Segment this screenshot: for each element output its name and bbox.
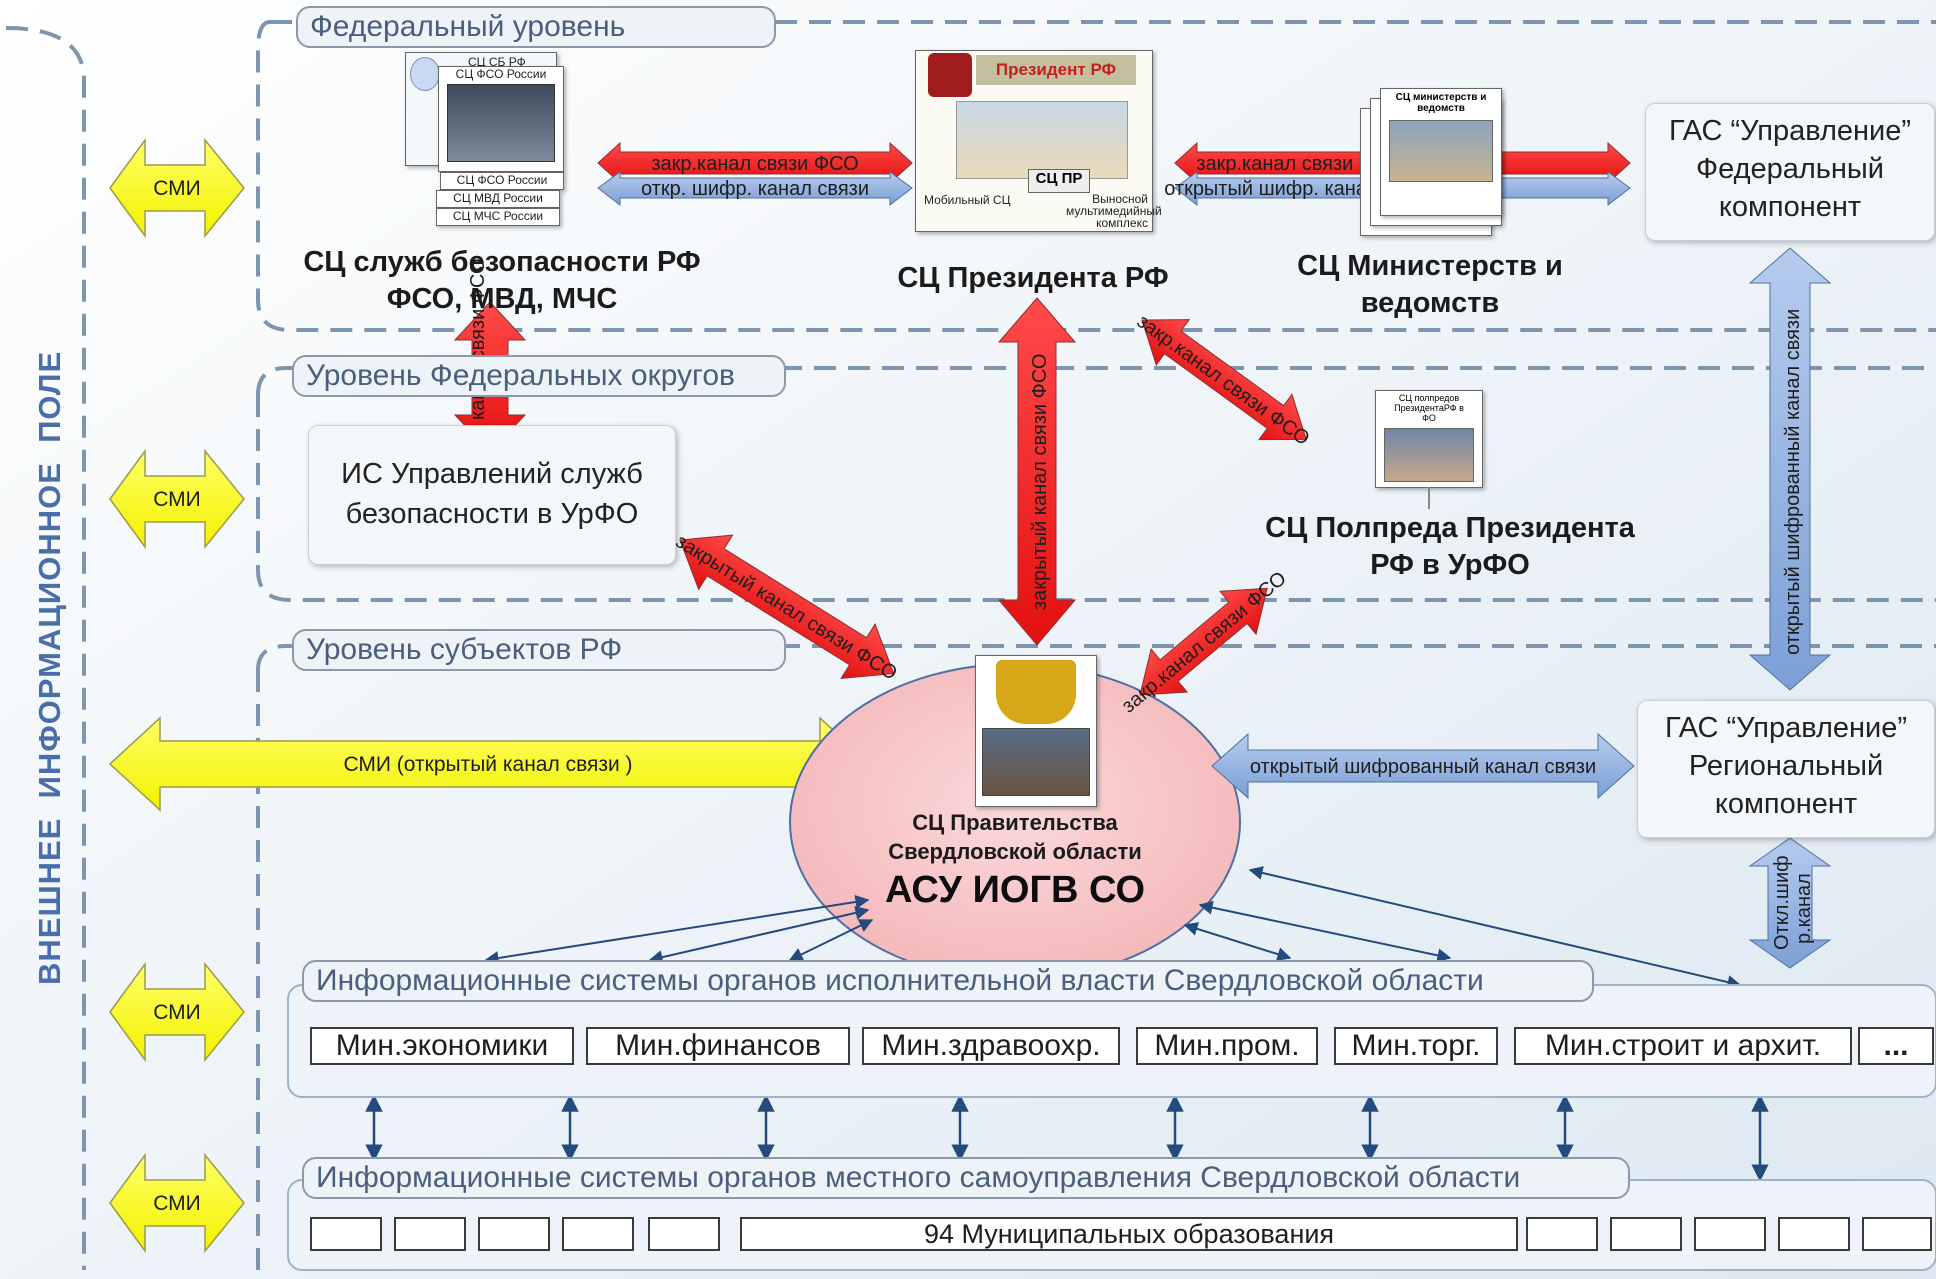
subject-level-label: Уровень субъектов РФ <box>292 629 786 671</box>
municipal-box <box>1526 1217 1598 1251</box>
security-card-label: СЦ ФСО России <box>455 67 547 81</box>
smi-label: СМИ <box>153 488 201 511</box>
polpred-center-arrow <box>1139 587 1268 696</box>
exec-systems-title: Информационные системы органов исполните… <box>302 960 1594 1002</box>
security-card-fso: СЦ ФСО России <box>440 172 564 190</box>
gas-down-arrow <box>1748 837 1832 969</box>
ministry-box-trade: Мин.торг. <box>1334 1027 1498 1065</box>
security-card-label: СЦ СБ РФ <box>468 55 526 69</box>
smi-label: СМИ <box>153 177 201 200</box>
smi-label: СМИ <box>153 1192 201 1215</box>
municipal-box <box>1862 1217 1932 1251</box>
government-room-photo <box>982 728 1090 796</box>
gas-regional-line3: компонент <box>1714 788 1858 820</box>
open-cipher-channel-label: откр. шифр. канал связи <box>641 178 869 200</box>
municipal-box <box>648 1217 720 1251</box>
municipal-box <box>562 1217 634 1251</box>
government-sc-line1: СЦ Правительства <box>912 810 1118 835</box>
closed-fso-channel-label: закр.канал связи ФСО <box>651 153 858 175</box>
president-sc-title: СЦ Президента РФ <box>897 262 1169 294</box>
president-sc-card: Президент РФ СЦ ПР Мобильный СЦ Выносной… <box>915 50 1162 232</box>
gas-regional-box: ГАС “Управление” Региональный компонент <box>1637 700 1935 838</box>
municipal-box <box>394 1217 466 1251</box>
ministry-box-health: Мин.здравоохр. <box>862 1027 1120 1065</box>
ministry-box-finance: Мин.финансов <box>586 1027 850 1065</box>
federal-level-label: Федеральный уровень <box>296 6 776 48</box>
open-encrypted-vertical-label: открытый шифрованный канал связи <box>1782 309 1804 655</box>
mobile-sc-label: Мобильный СЦ <box>924 193 1011 207</box>
polpred-connector <box>1428 487 1430 509</box>
ministry-card-label: СЦ министерств и ведомств <box>1395 92 1487 114</box>
gas-regional-line1: ГАС “Управление” <box>1665 712 1907 744</box>
president-room-photo <box>956 101 1128 179</box>
ministry-box-more: ... <box>1858 1027 1934 1065</box>
government-sc-title: СЦ Правительства Свердловской области <box>860 808 1170 866</box>
president-vertical-channel-label: закрытый канал связи ФСО <box>1029 354 1051 610</box>
security-is-box: ИС Управлений служб безопасности в УрФО <box>308 425 676 565</box>
government-sc-line2: Свердловской области <box>888 839 1142 864</box>
open-cipher-short-label-2: р.канал <box>1793 873 1815 944</box>
open-encrypted-label: открытый шифрованный канал связи <box>1250 756 1596 778</box>
exec-link-arrows <box>484 866 1742 989</box>
smi-label: СМИ <box>153 1001 201 1024</box>
security-card-mvd: СЦ МВД России <box>436 190 560 208</box>
ministry-box-construction: Мин.строит и архит. <box>1514 1027 1852 1065</box>
gas-vertical-arrow <box>1748 247 1832 691</box>
president-card-center: СЦ ПР <box>1028 169 1090 193</box>
security-photo-card: СЦ ФСО России <box>438 66 564 172</box>
polpred-card-label: СЦ полпредов ПрезидентаРФ в ФО <box>1394 393 1464 423</box>
municipal-count-box: 94 Муниципальных образования <box>740 1217 1518 1251</box>
security-is-arrow <box>679 534 895 680</box>
regional-coat-of-arms-icon <box>996 660 1076 724</box>
outer-info-field-label: ВНЕШНЕЕ ИНФОРМАЦИОННОЕ ПОЛЕ <box>32 350 67 985</box>
asu-iogv-title: АСУ ИОГВ СО <box>884 869 1146 911</box>
municipal-box <box>1610 1217 1682 1251</box>
polpred-room-photo <box>1384 428 1474 482</box>
remote-complex-label: Выносной мультимедийный комплекс <box>1066 192 1162 230</box>
gas-federal-box: ГАС “Управление” Федеральный компонент <box>1645 103 1935 241</box>
closed-fso-channel-label: закр.канал связи ФСО <box>1196 153 1403 175</box>
emblem-icon <box>410 57 440 91</box>
ministries-sc-title: СЦ Министерств и ведомств <box>1297 250 1563 319</box>
president-card-header: Президент РФ <box>976 55 1136 85</box>
ministry-box-industry: Мин.пром. <box>1136 1027 1318 1065</box>
local-systems-title: Информационные системы органов местного … <box>302 1157 1630 1199</box>
district-level-label: Уровень Федеральных округов <box>292 355 786 397</box>
polpred-sc-card: СЦ полпредов ПрезидентаРФ в ФО <box>1375 390 1483 488</box>
municipal-box <box>310 1217 382 1251</box>
security-sc-title: СЦ служб безопасности РФ ФСО, МВД, МЧС <box>303 246 701 315</box>
ministry-room-photo <box>1389 120 1493 182</box>
coat-of-arms-icon <box>928 53 972 97</box>
open-cipher-short-label-1: Откл.шиф <box>1771 855 1793 950</box>
gas-regional-line2: Региональный <box>1688 750 1884 782</box>
ministry-card-front: СЦ министерств и ведомств <box>1380 88 1502 216</box>
polpred-sc-title: СЦ Полпреда Президента РФ в УрФО <box>1265 512 1635 581</box>
security-card-mchs: СЦ МЧС России <box>436 208 560 226</box>
exec-local-link-arrows <box>365 1094 1769 1182</box>
ministry-box-economy: Мин.экономики <box>310 1027 574 1065</box>
center-gas-arrow <box>1211 732 1635 800</box>
president-vertical-arrow <box>997 297 1077 646</box>
municipal-box <box>478 1217 550 1251</box>
municipal-box <box>1778 1217 1850 1251</box>
situation-room-photo <box>447 84 555 162</box>
smi-open-channel-label: СМИ (открытый канал связи ) <box>343 753 632 776</box>
president-polpred-arrow <box>1141 319 1307 441</box>
government-sc-card <box>975 655 1097 807</box>
municipal-box <box>1694 1217 1766 1251</box>
